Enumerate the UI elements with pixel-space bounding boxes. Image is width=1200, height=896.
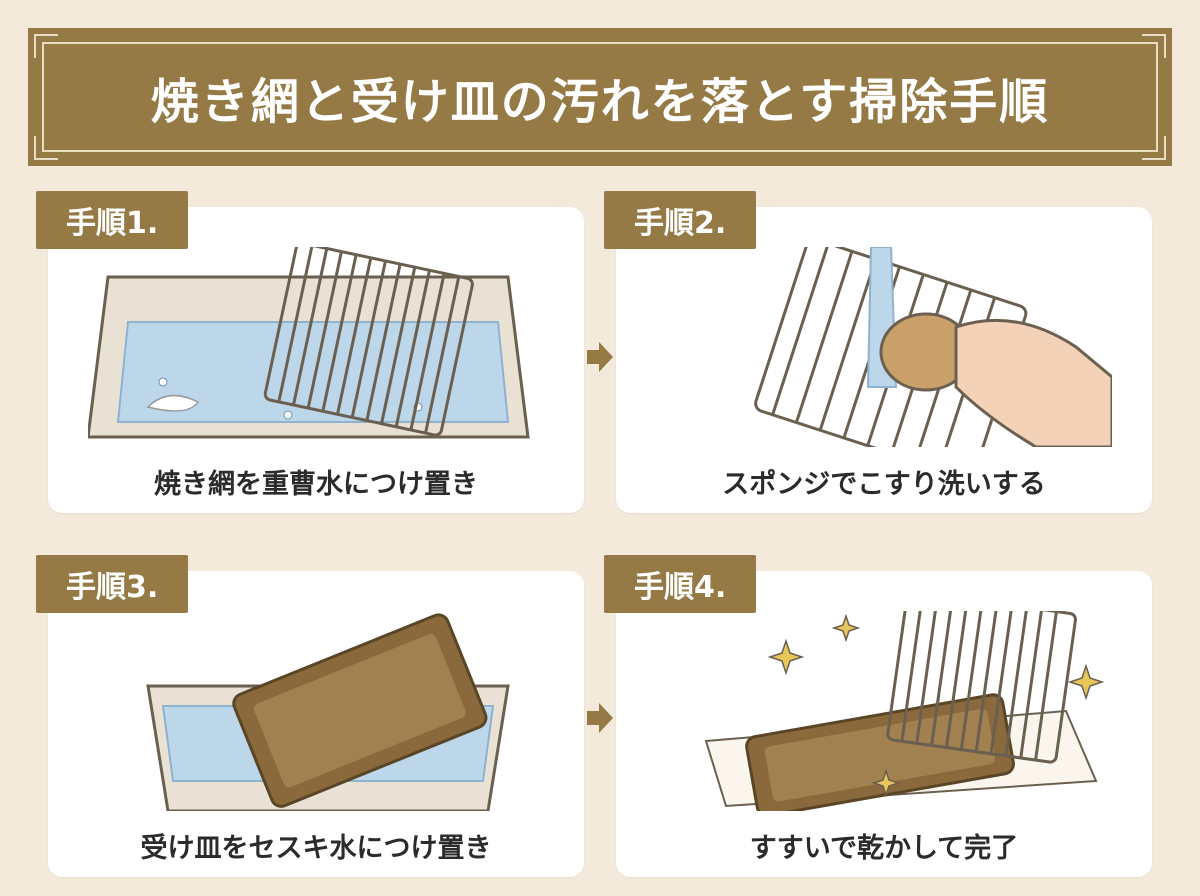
arrow-right-icon (587, 703, 613, 733)
step-card-4: 手順4. すすいで乾かして完了 (604, 555, 1152, 877)
step-label: 手順3. (36, 555, 189, 613)
title-banner: 焼き網と受け皿の汚れを落とす掃除手順 (28, 28, 1172, 166)
step-caption: 受け皿をセスキ水につけ置き (140, 833, 492, 864)
step-label: 手順2. (604, 191, 757, 249)
banner-corner (1142, 136, 1166, 160)
step-label: 手順1. (36, 191, 189, 249)
step-caption: スポンジでこすり洗いする (722, 469, 1046, 500)
step-caption: すすいで乾かして完了 (749, 833, 1019, 864)
page-title: 焼き網と受け皿の汚れを落とす掃除手順 (150, 74, 1050, 130)
drying-rack-and-tray-illustration (704, 611, 1105, 811)
soaking-drip-tray-illustration (146, 613, 510, 811)
soaking-grill-rack-illustration (88, 247, 530, 439)
step-card-1: 手順1. 焼き網を重曹水につけ置き (36, 191, 584, 513)
step-card-3: 手順3. 受け皿をセスキ水につけ置き (36, 555, 584, 877)
banner-frame: 焼き網と受け皿の汚れを落とす掃除手順 (34, 34, 1166, 160)
scrubbing-sponge-illustration (754, 247, 1112, 447)
step-card-2: 手順2. スポンジでこすり洗いする (604, 191, 1152, 513)
arrow-right-icon (587, 342, 613, 372)
step-caption: 焼き網を重曹水につけ置き (154, 469, 478, 500)
step-label: 手順4. (604, 555, 757, 613)
banner-corner (34, 136, 58, 160)
